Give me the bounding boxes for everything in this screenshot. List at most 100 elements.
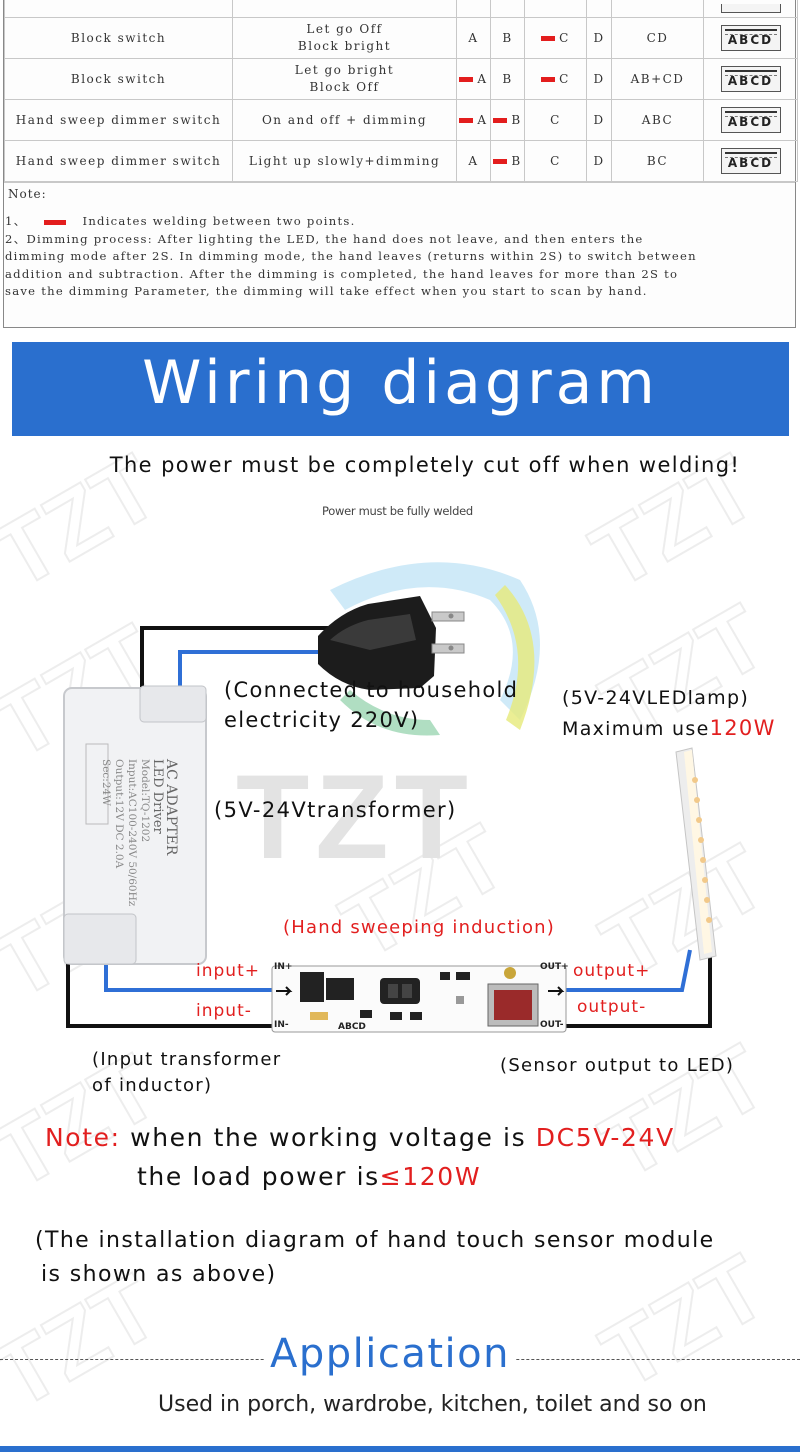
row-function: On and off + dimming — [232, 99, 457, 141]
install-line-2: is shown as above) — [41, 1262, 277, 1287]
table-notes: 1、Indicates welding between two points. … — [5, 213, 787, 301]
power-note: the load power is≤120W — [137, 1162, 481, 1191]
board-out-plus: OUT+ — [540, 962, 569, 972]
weld-subnote: Power must be fully welded — [322, 504, 473, 518]
voltage-note-label: Note: — [45, 1123, 121, 1152]
note-2-line-2: dimming mode after 2S. In dimming mode, … — [5, 249, 697, 263]
row-function-line-1: Light up slowly+dimming — [248, 153, 441, 168]
voltage-note-text: when the working voltage is — [120, 1123, 536, 1152]
chip-thumbnail: ABCD — [720, 66, 781, 92]
application-title: Application — [264, 1331, 516, 1377]
table-row: Hand sweep dimmer switch On and off + dim… — [4, 99, 798, 141]
transformer-label: (5V-24Vtransformer) — [214, 798, 457, 822]
output-minus-label: output- — [577, 997, 647, 1017]
ac-adapter-icon — [63, 685, 207, 965]
chip-cell: ABCD — [703, 99, 798, 141]
table-row: Hand sweep dimmer switch Light up slowly+… — [4, 140, 798, 182]
pin-label: D — [593, 71, 605, 86]
welding-warning: The power must be completely cut off whe… — [109, 453, 741, 477]
row-function-line-2: Block Off — [309, 80, 380, 94]
installation-note: (The installation diagram of hand touch … — [35, 1224, 715, 1292]
row-function-line-1: Let go bright — [294, 63, 395, 77]
weld-marker-icon — [459, 118, 474, 123]
pin-label: A — [477, 72, 488, 86]
chip-letters: ABCD — [727, 156, 774, 170]
chip-thumbnail: ABCD — [720, 107, 781, 133]
power-value: ≤120W — [379, 1162, 482, 1191]
chip-cell: ABCD — [703, 140, 798, 182]
chip-letters: ABCD — [727, 115, 774, 129]
install-line-1: (The installation diagram of hand touch … — [35, 1228, 715, 1253]
row-name: Block switch — [4, 17, 233, 59]
lamp-label: (5V-24VLEDlamp) Maximum use120W — [562, 683, 776, 744]
row-function-line-1: On and off + dimming — [261, 112, 428, 127]
weld-marker-icon — [541, 77, 556, 82]
note-label: Note: — [4, 182, 795, 214]
pin-cell: A — [456, 99, 491, 141]
lamp-line-1: (5V-24VLEDlamp) — [562, 687, 750, 709]
application-description: Used in porch, wardrobe, kitchen, toilet… — [158, 1392, 707, 1417]
wire-input-plus — [104, 964, 272, 992]
household-label: (Connected to household electricity 220V… — [224, 675, 518, 735]
output-plus-label: output+ — [573, 961, 651, 981]
pin-label: B — [511, 154, 522, 168]
chip-cell: ABCD — [703, 17, 798, 59]
pin-cell: D — [586, 17, 612, 59]
wire-ac-blue — [178, 650, 330, 688]
pin-label: C — [559, 31, 570, 45]
decor-swoosh — [340, 690, 440, 736]
note-1-prefix: 1、 — [5, 214, 27, 228]
wire-ac-black — [140, 626, 330, 688]
note-1: 1、 Indicates welding between two points. — [5, 213, 787, 231]
pin-label: D — [593, 30, 605, 45]
note-1-text: Indicates welding between two points. — [82, 214, 356, 228]
lamp-line-2: Maximum use — [562, 718, 710, 740]
adapter-line-3: Model:TQ-1202 — [139, 759, 151, 843]
input-trans-line-1: (Input transformer — [92, 1049, 282, 1070]
adapter-label: AC ADAPTER LED Driver Model:TQ-1202 Inpu… — [99, 759, 179, 919]
note-2-line-3: addition and subtraction. After the dimm… — [5, 266, 679, 281]
row-name: Hand sweep dimmer switch — [4, 99, 233, 141]
pin-cell: A — [456, 140, 491, 182]
row-function-line-2: Block bright — [297, 39, 392, 53]
pin-label: C — [550, 153, 561, 168]
pin-label: A — [468, 30, 479, 45]
decor-swoosh — [495, 585, 535, 730]
household-line-1: (Connected to household — [224, 678, 519, 702]
pin-cell: D — [586, 58, 612, 100]
watermark-logo: TZT — [236, 750, 474, 884]
row-result: AB+CD — [611, 58, 704, 100]
chip-letters: ABCD — [727, 74, 774, 88]
weld-marker-icon — [541, 36, 556, 41]
pin-label: B — [511, 113, 522, 127]
chip-cell: ABCD — [703, 58, 798, 100]
note-2-line-4: save the dimming Parameter, the dimming … — [5, 284, 648, 298]
pin-label: C — [550, 112, 561, 127]
chip-thumbnail — [720, 4, 781, 13]
chip-letters: ABCD — [727, 33, 774, 47]
pin-cell: B — [490, 99, 525, 141]
row-function: Light up slowly+dimming — [232, 140, 457, 182]
pin-cell: D — [586, 140, 612, 182]
hand-sweep-label: (Hand sweeping induction) — [283, 917, 556, 938]
wire-input-minus — [66, 964, 272, 1028]
note-2-line-1: 2、Dimming process: After lighting the LE… — [5, 231, 644, 246]
banner-title: Wiring diagram — [142, 348, 659, 418]
row-name: Hand sweep dimmer switch — [4, 140, 233, 182]
led-lamp-icon — [675, 747, 717, 961]
power-plug-icon — [318, 596, 465, 690]
pin-label: D — [593, 153, 605, 168]
pin-label: A — [477, 113, 488, 127]
pin-label: A — [468, 153, 479, 168]
input-minus-label: input- — [196, 1001, 252, 1021]
sensor-output-label: (Sensor output to LED) — [500, 1055, 735, 1076]
input-trans-line-2: of inductor) — [92, 1075, 213, 1096]
board-in-plus: IN+ — [274, 962, 293, 972]
lamp-watt: 120W — [709, 716, 776, 740]
pin-cell: B — [490, 140, 525, 182]
